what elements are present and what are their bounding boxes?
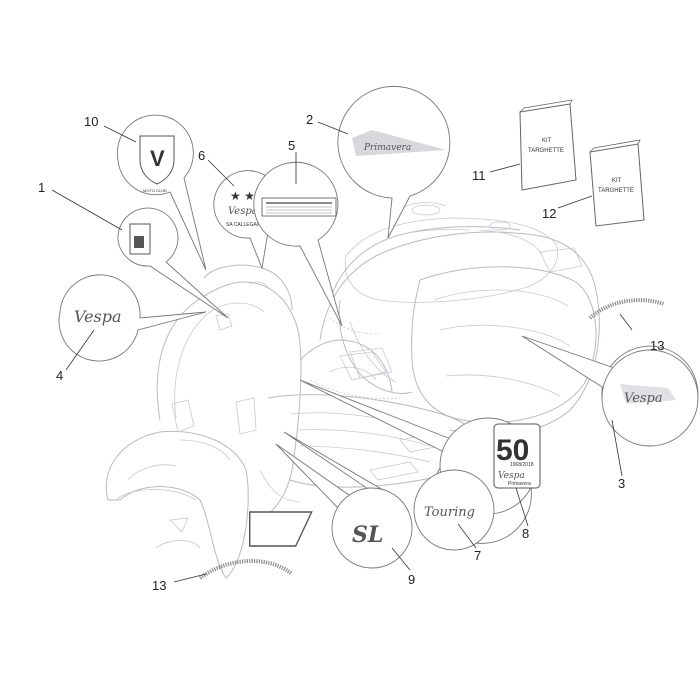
part-12-subtext: TARGHETTE <box>598 188 634 194</box>
callout-2: 2 <box>306 112 313 127</box>
part-8-subtext: 1968/2018 <box>510 462 534 468</box>
callout-3: 3 <box>618 476 625 491</box>
part-9-bubble: SL <box>249 443 413 569</box>
svg-text:★ ★: ★ ★ <box>230 189 255 203</box>
part-4-bubble: Vespa <box>58 274 207 362</box>
part-11-kit-bag: KIT TARGHETTE <box>519 99 577 191</box>
part-2-bubble: Primavera <box>337 85 451 239</box>
part-2-artwork-text: Primavera <box>363 143 411 153</box>
part-12-kit-bag: KIT TARGHETTE <box>589 139 645 227</box>
callout-12: 12 <box>542 206 556 221</box>
part-13-stripe-top <box>588 298 665 320</box>
part-3-bubble: Vespa <box>521 335 699 447</box>
part-1-bubble <box>117 207 229 319</box>
part-8-brand: Vespa <box>498 471 525 481</box>
part-9-artwork-text: SL <box>352 522 383 548</box>
callout-10: 10 <box>84 114 98 129</box>
part-11-subtext: TARGHETTE <box>528 148 564 154</box>
callout-11: 11 <box>472 168 486 183</box>
callout-numbers: 10 1 4 6 5 2 11 12 13 3 8 7 9 13 <box>38 112 664 593</box>
part-6-subtext: SA CALLEGARI <box>226 222 262 228</box>
callout-4: 4 <box>56 368 63 383</box>
part-11-artwork-text: KIT <box>542 138 552 144</box>
callout-9: 9 <box>408 572 415 587</box>
callout-1: 1 <box>38 180 45 195</box>
part-5-bubble <box>253 161 343 327</box>
callout-6: 6 <box>198 148 205 163</box>
part-7-artwork-text: Touring <box>424 505 475 520</box>
part-8-artwork-text: 50 <box>496 434 529 467</box>
callout-13-top: 13 <box>650 338 664 353</box>
leader-lines <box>51 121 633 583</box>
callout-8: 8 <box>522 526 529 541</box>
part-4-artwork-text: Vespa <box>74 307 122 326</box>
callout-13-bottom: 13 <box>152 578 166 593</box>
part-8-model: Primavera <box>508 481 531 487</box>
part-12-artwork-text: KIT <box>612 178 622 184</box>
part-3-artwork-text: Vespa <box>624 391 663 406</box>
part-10-bubble: V MOTO CLUB <box>116 114 207 271</box>
part-10-subtext: MOTO CLUB <box>143 188 167 193</box>
part-6-artwork-text: Vespa <box>228 206 258 217</box>
svg-text:V: V <box>150 146 165 171</box>
part-13-stripe-bottom <box>198 558 294 580</box>
callout-7: 7 <box>474 548 481 563</box>
callout-5: 5 <box>288 138 295 153</box>
